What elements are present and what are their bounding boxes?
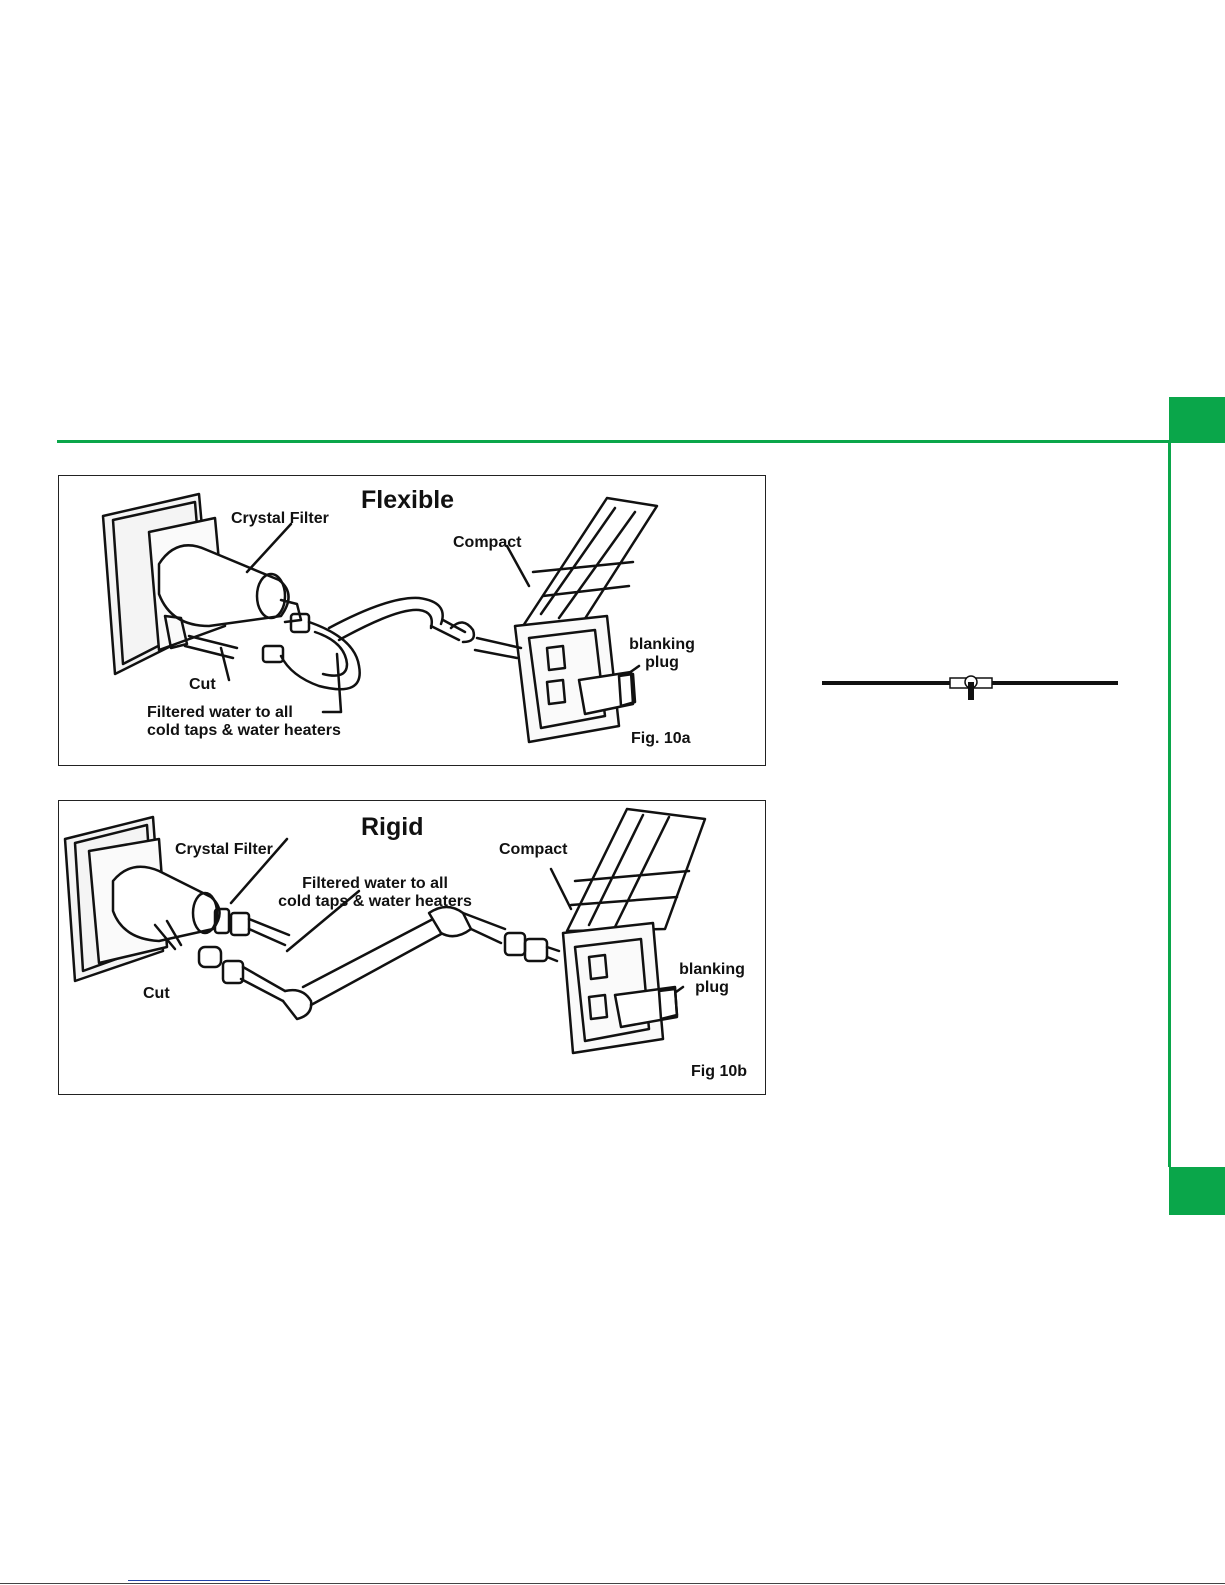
label-compact: Compact	[499, 841, 567, 859]
figure-caption-10a: Fig. 10a	[631, 730, 691, 748]
header-green-rule	[57, 440, 1170, 443]
figure-10a-flexible: Flexible Crystal Filter Compact blanking…	[58, 475, 766, 766]
label-cut: Cut	[143, 985, 170, 1003]
label-blanking-line1: blanking	[619, 636, 705, 654]
label-blanking-line2: plug	[619, 654, 705, 672]
label-filtered-water-line2: cold taps & water heaters	[255, 893, 495, 911]
rigid-installation-drawing	[59, 801, 765, 1094]
tee-connector-symbol	[820, 672, 1120, 702]
figure-title-flexible: Flexible	[361, 486, 454, 514]
label-filtered-water: Filtered water to all cold taps & water …	[255, 875, 495, 911]
chapter-tab-bottom[interactable]	[1169, 1167, 1225, 1215]
label-compact: Compact	[453, 534, 521, 552]
side-green-rule	[1168, 440, 1171, 1167]
chapter-tab-top[interactable]	[1169, 397, 1225, 443]
label-filtered-water-line2: cold taps & water heaters	[147, 722, 341, 740]
label-crystal-filter: Crystal Filter	[175, 841, 273, 859]
footer-rule	[0, 1583, 1225, 1584]
label-blanking-plug: blanking plug	[619, 636, 705, 672]
label-filtered-water-line1: Filtered water to all	[255, 875, 495, 893]
figure-caption-10b: Fig 10b	[691, 1063, 747, 1081]
label-cut: Cut	[189, 676, 216, 694]
label-blanking-line1: blanking	[669, 961, 755, 979]
label-filtered-water-line1: Filtered water to all	[147, 704, 293, 722]
footer-link-underline[interactable]	[128, 1580, 270, 1581]
label-crystal-filter: Crystal Filter	[231, 510, 329, 528]
label-blanking-line2: plug	[669, 979, 755, 997]
figure-title-rigid: Rigid	[361, 813, 424, 841]
label-blanking-plug: blanking plug	[669, 961, 755, 997]
figure-10b-rigid: Rigid Crystal Filter Compact Filtered wa…	[58, 800, 766, 1095]
